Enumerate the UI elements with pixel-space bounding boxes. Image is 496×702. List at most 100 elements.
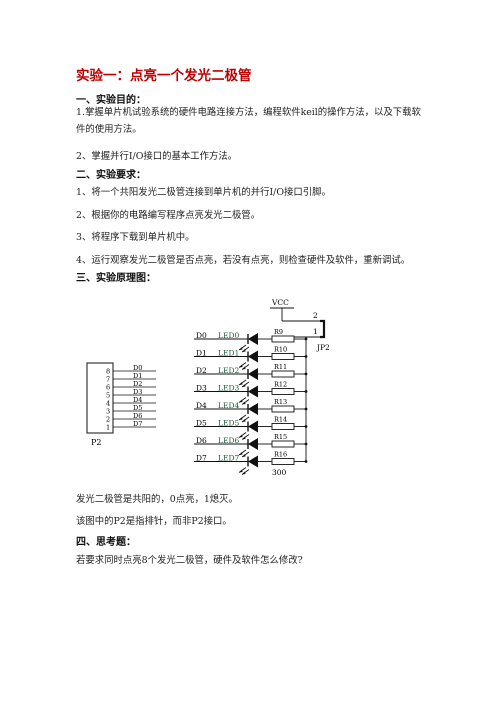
section-heading-objectives: 一、实验目的： bbox=[76, 95, 146, 106]
led-diode-symbol bbox=[248, 420, 258, 433]
row-led-label: LED3 bbox=[218, 384, 239, 393]
row-led-label: LED5 bbox=[218, 419, 239, 428]
bus-junction-dot bbox=[304, 372, 308, 376]
p2-signal-label: D6 bbox=[133, 412, 142, 420]
row-signal-label: D2 bbox=[196, 366, 207, 375]
led-light-rays bbox=[238, 414, 250, 423]
p2-pin-number: 2 bbox=[106, 416, 110, 424]
p2-pin-number: 3 bbox=[106, 408, 110, 416]
resistor-label: R14 bbox=[274, 416, 287, 424]
requirement-item-4: 4、运行观察发光二极管是否点亮，若没有点亮，则检查硬件及软件，重新调试。 bbox=[76, 255, 411, 266]
objective-item-1: 1.掌握单片机试验系统的硬件电路连接方法，编程软件keil的操作方法，以及下载软… bbox=[76, 107, 421, 135]
p2-signal-label: D7 bbox=[133, 420, 142, 428]
p2-signal-label: D5 bbox=[133, 404, 142, 412]
p2-label: P2 bbox=[91, 438, 101, 447]
p2-pin-number: 1 bbox=[106, 424, 110, 432]
p2-pin-number: 7 bbox=[106, 376, 110, 384]
section-heading-requirements: 二、实验要求： bbox=[76, 170, 146, 181]
question-text: 若要求同时点亮8个发光二极管，硬件及软件怎么修改? bbox=[76, 555, 303, 566]
led-row: D3 LED3 R12 bbox=[194, 381, 308, 405]
bus-junction-dot bbox=[304, 407, 308, 411]
resistor-symbol bbox=[271, 405, 295, 413]
bus-junction-dot bbox=[304, 390, 308, 393]
bus-junction-dot bbox=[304, 425, 308, 428]
resistor-symbol bbox=[271, 458, 295, 465]
page-title: 实验一：点亮一个发光二极管 bbox=[76, 68, 252, 84]
bus-junction-dot bbox=[304, 355, 308, 358]
led-row: D0 LED0 R9 bbox=[194, 328, 308, 353]
led-row: D5 LED5 R14 bbox=[194, 416, 308, 440]
jumper-pin-1: 1 bbox=[313, 327, 318, 336]
led-light-rays bbox=[238, 344, 250, 353]
p2-connector-body bbox=[86, 362, 114, 434]
row-led-label: LED4 bbox=[218, 401, 239, 410]
p2-signal-label: D3 bbox=[133, 388, 142, 396]
vcc-jumper-group: VCC 2 1 JP2 bbox=[270, 298, 330, 461]
row-led-label: LED1 bbox=[218, 349, 239, 358]
row-led-label: LED6 bbox=[218, 436, 239, 445]
resistor-label: R16 bbox=[274, 451, 287, 459]
resistor-symbol bbox=[271, 370, 295, 378]
resistor-symbol bbox=[271, 335, 295, 343]
objective-item-2: 2、掌握并行I/O接口的基本工作方法。 bbox=[76, 151, 238, 162]
row-signal-label: D1 bbox=[196, 349, 207, 358]
row-led-label: LED7 bbox=[218, 454, 239, 463]
led-light-rays bbox=[238, 362, 250, 370]
p2-pin-number: 4 bbox=[106, 400, 110, 408]
row-signal-label: D6 bbox=[196, 436, 207, 445]
p2-signal-label: D0 bbox=[133, 364, 142, 372]
bus-junction-dot bbox=[304, 337, 308, 341]
row-signal-label: D0 bbox=[196, 331, 207, 340]
p2-signal-label: D2 bbox=[133, 380, 142, 388]
led-diode-symbol bbox=[248, 438, 258, 450]
resistor-label: R9 bbox=[274, 328, 283, 336]
requirement-item-1: 1、将一个共阳发光二极管连接到单片机的并行I/O接口引脚。 bbox=[76, 187, 331, 198]
section-heading-schematic: 三、实验原理图： bbox=[76, 273, 156, 284]
row-led-label: LED0 bbox=[218, 331, 239, 340]
led-row: D7 LED7 R16 bbox=[194, 451, 308, 475]
resistor-label: R11 bbox=[274, 363, 287, 371]
resistor-label: R10 bbox=[274, 346, 287, 354]
row-signal-label: D7 bbox=[196, 454, 207, 463]
bus-junction-dot bbox=[304, 460, 308, 463]
vcc-label: VCC bbox=[271, 298, 289, 307]
resistor-value-label: 300 bbox=[272, 468, 287, 477]
jp2-jumper bbox=[320, 319, 326, 339]
p2-signal-label: D4 bbox=[133, 396, 142, 404]
led-light-rays bbox=[238, 379, 250, 388]
led-diode-symbol bbox=[248, 350, 258, 363]
led-diode-symbol bbox=[248, 403, 258, 415]
row-signal-label: D3 bbox=[196, 384, 207, 393]
resistor-symbol bbox=[271, 353, 295, 360]
led-light-rays bbox=[238, 397, 250, 405]
resistor-symbol bbox=[271, 388, 295, 395]
led-diode-symbol bbox=[248, 385, 258, 398]
p2-pin-number: 8 bbox=[106, 368, 110, 376]
bus-junction-dot bbox=[304, 442, 308, 446]
jumper-pin-2: 2 bbox=[313, 311, 318, 320]
row-signal-label: D5 bbox=[196, 419, 207, 428]
requirement-item-2: 2、根据你的电路编写程序点亮发光二极管。 bbox=[76, 210, 261, 221]
p2-pin-number: 5 bbox=[106, 392, 110, 400]
led-row: D6 LED6 R15 bbox=[194, 433, 308, 458]
resistor-label: R12 bbox=[274, 381, 287, 389]
requirement-item-3: 3、将程序下载到单片机中。 bbox=[76, 232, 195, 243]
note-2: 该图中的P2是指排针，而非P2接口。 bbox=[76, 516, 232, 527]
led-row: D2 LED2 R11 bbox=[194, 363, 308, 388]
jp2-label: JP2 bbox=[316, 343, 330, 352]
note-1: 发光二极管是共阳的，0点亮，1熄灭。 bbox=[76, 494, 238, 505]
led-diode-symbol bbox=[248, 455, 258, 468]
resistor-label: R15 bbox=[274, 433, 287, 441]
led-row: D1 LED1 R10 bbox=[194, 346, 308, 370]
resistor-label: R13 bbox=[274, 398, 287, 406]
p2-pin-number: 6 bbox=[106, 384, 110, 392]
led-diode-symbol bbox=[248, 368, 258, 380]
led-light-rays bbox=[238, 467, 250, 475]
row-led-label: LED2 bbox=[218, 366, 239, 375]
section-heading-questions: 四、思考题： bbox=[76, 537, 136, 548]
